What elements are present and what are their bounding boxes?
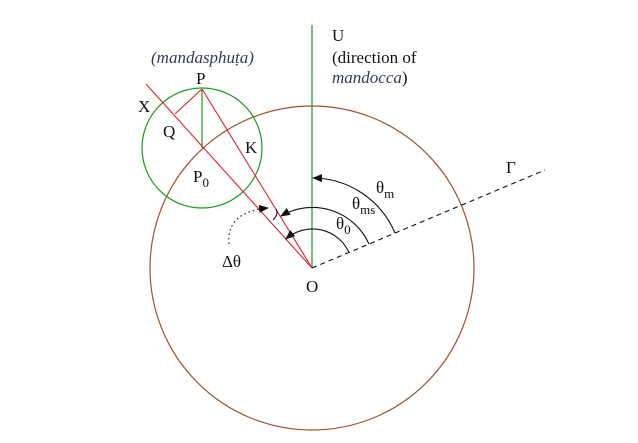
delta-theta-label: Δθ xyxy=(222,252,241,271)
point-q-label: Q xyxy=(163,122,175,141)
line-ox xyxy=(145,83,313,269)
line-pq xyxy=(174,88,203,115)
theta-ms-arc xyxy=(280,206,370,245)
delta-theta-dotted-arc xyxy=(228,204,269,245)
point-k-label: K xyxy=(245,138,258,157)
theta-m-arc xyxy=(312,174,396,234)
direction-of-label: (direction of xyxy=(332,48,417,67)
point-x-label: X xyxy=(138,97,150,116)
mandasphuta-label: (mandasphuṭa) xyxy=(151,48,254,67)
point-u-label: U xyxy=(332,26,344,45)
point-o-label: O xyxy=(306,277,318,296)
theta-0-label: θ0 xyxy=(336,214,351,237)
delta-theta-small-arc xyxy=(272,208,278,221)
point-p-label: P xyxy=(196,69,205,88)
epicycle-circle xyxy=(141,87,263,209)
theta-0-arc xyxy=(285,228,350,253)
theta-ms-label: θms xyxy=(352,194,375,217)
theta-m-label: θm xyxy=(376,178,394,201)
gamma-label: Γ xyxy=(506,158,516,177)
mandocca-label: mandocca) xyxy=(332,68,408,87)
gamma-dashed-line xyxy=(311,169,546,269)
point-p0-label: P0 xyxy=(193,167,209,190)
